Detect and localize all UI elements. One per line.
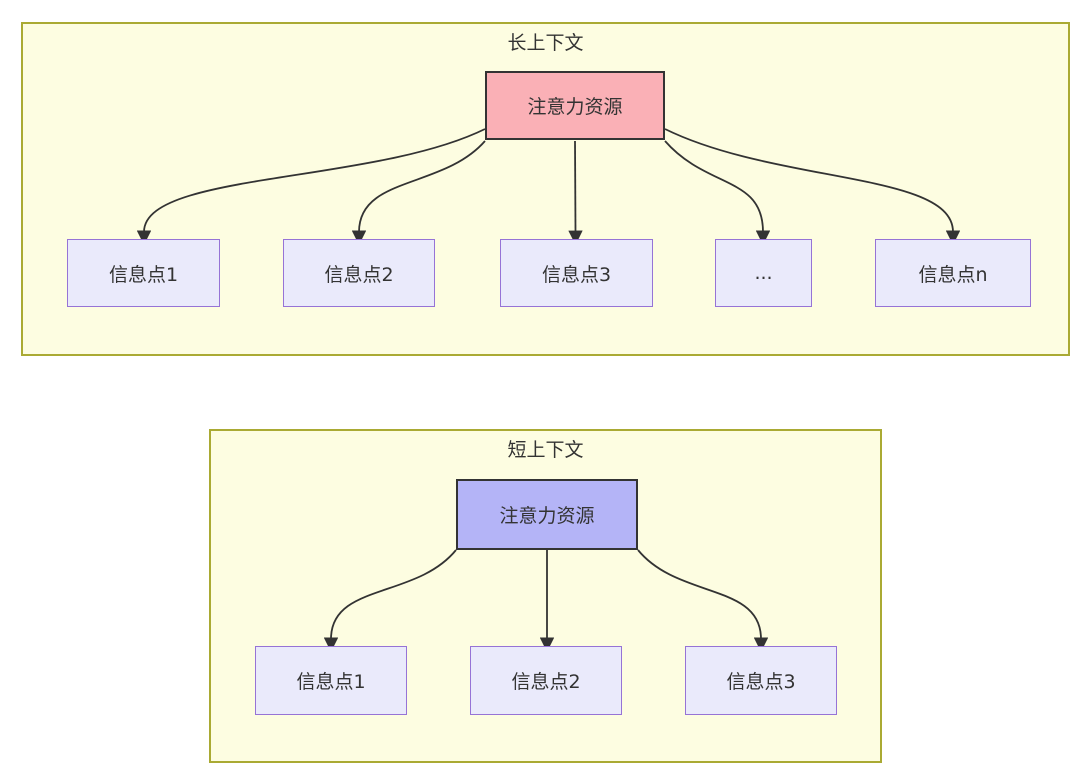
- short-context-title: 短上下文: [507, 439, 584, 461]
- arrow-short-to-info-1: [323, 549, 457, 652]
- arrow-long-to-info-ellipsis: [664, 140, 771, 245]
- info-node-2: 信息点2: [283, 239, 435, 307]
- arrow-short-to-info-3: [637, 549, 769, 652]
- info-node-ellipsis: ...: [715, 239, 812, 307]
- arrow-long-to-info-1: [136, 128, 486, 245]
- attention-node-short: 注意力资源: [456, 479, 638, 550]
- info-node-3: 信息点3: [685, 646, 837, 715]
- long-context-group: 长上下文 注意力资源 信息点1 信息点2 信息点3 ... 信息点n: [21, 22, 1070, 356]
- info-node-1: 信息点1: [255, 646, 407, 715]
- arrow-long-to-info-2: [351, 140, 486, 245]
- arrow-long-to-info-n: [664, 128, 961, 245]
- attention-node-long: 注意力资源: [485, 71, 665, 140]
- info-node-n: 信息点n: [875, 239, 1031, 307]
- arrow-long-to-info-3: [568, 140, 583, 245]
- info-node-2: 信息点2: [470, 646, 622, 715]
- info-node-3: 信息点3: [500, 239, 653, 307]
- short-context-group: 短上下文 注意力资源 信息点1 信息点2 信息点3: [209, 429, 882, 763]
- info-node-1: 信息点1: [67, 239, 220, 307]
- long-context-title: 长上下文: [507, 32, 584, 54]
